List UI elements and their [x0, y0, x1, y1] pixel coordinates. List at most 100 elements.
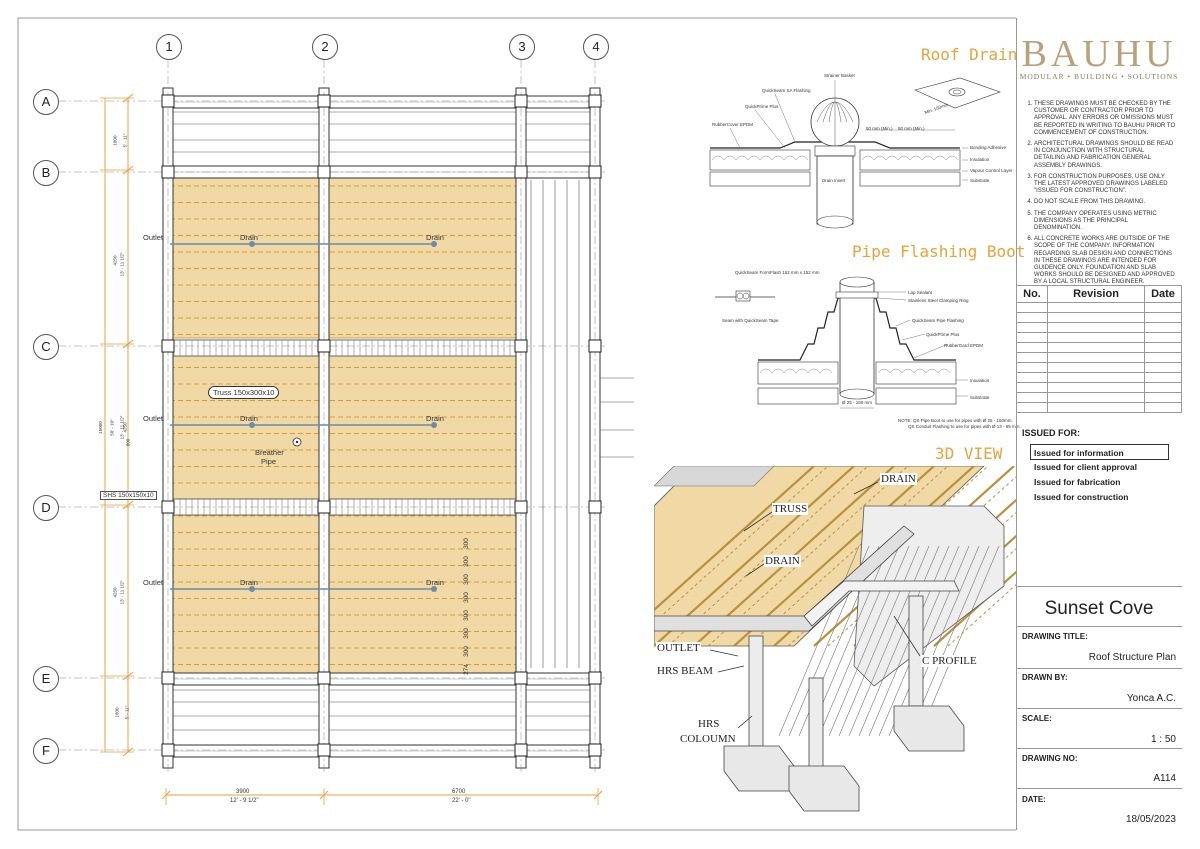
column-cap: [588, 165, 602, 179]
v3d-c-profile: [848, 545, 930, 737]
divider: [1016, 586, 1182, 587]
pipe-flashing-title: Pipe Flashing Boot: [852, 242, 1026, 261]
rev-cell: [1144, 352, 1182, 363]
rd-callout-50b: 50 mm (Min.): [898, 126, 925, 131]
divider: [1016, 668, 1182, 669]
rd-callout-insulation: Insulation: [970, 157, 990, 162]
rev-cell: [1016, 332, 1048, 343]
pb-callout-qs-pipe: QuickSeam Pipe Flashing: [912, 318, 964, 323]
column-cap: [161, 94, 175, 108]
dim-left-4-mm: 4250: [112, 587, 118, 598]
dim-bottom-1-mm: 3900: [236, 789, 250, 795]
drain-point: [249, 241, 255, 247]
rev-cell: [1016, 322, 1048, 333]
issued-selected-box: [1030, 444, 1169, 460]
dim-total-mm: 15000: [97, 421, 103, 434]
date-label: DATE:: [1022, 795, 1046, 804]
grid-col-3: 3: [509, 34, 535, 60]
v3d-label-outlet: OUTLET: [656, 642, 701, 654]
rd-callout-50a: 50 mm (Min.): [866, 126, 893, 131]
v3d-leader: [853, 481, 879, 495]
v3d-leader: [709, 649, 739, 657]
issued-option-construction[interactable]: Issued for construction: [1034, 492, 1129, 502]
drain-label-2: Drain: [426, 233, 444, 242]
column-cap: [514, 671, 528, 685]
dim-slash: [122, 671, 134, 681]
grid-row-e: E: [33, 666, 59, 692]
issued-option-fabrication[interactable]: Issued for fabrication: [1034, 477, 1121, 487]
v3d-leader: [745, 563, 765, 577]
rev-cell: [1016, 352, 1048, 363]
v3d-column: [908, 595, 924, 707]
rev-cell: [1016, 312, 1048, 323]
drain-label-5: Drain: [240, 578, 258, 587]
date-value: 18/05/2023: [1125, 814, 1176, 825]
v3d-label-column: COLOUMN: [679, 733, 737, 745]
column-cap: [317, 671, 331, 685]
ladder-beam: [169, 339, 521, 357]
drain-label-4: Drain: [426, 414, 444, 423]
dim-left-1-mm: 1800: [112, 135, 118, 146]
column-cap: [514, 500, 528, 514]
view3d-title: 3D VIEW: [935, 444, 1003, 463]
column-cap: [161, 743, 175, 757]
spacing-label: 300: [462, 574, 470, 585]
rev-cell: [1144, 372, 1182, 383]
issued-option-client-approval[interactable]: Issued for client approval: [1034, 462, 1137, 472]
rd-callout-vcl: Vapour Control Layer: [970, 168, 1013, 173]
dim-slash: [161, 790, 171, 800]
v3d-truss-web: [947, 584, 1016, 647]
pb-callout-epdm: RubberGard EPDM: [944, 343, 984, 348]
v3d-c-profile: [818, 545, 900, 737]
rev-cell: [1047, 312, 1145, 323]
rd-callout-epdm: RubberCover EPDM: [712, 122, 754, 127]
outlet-label-3: Outlet: [143, 578, 164, 587]
note-item: ARCHITECTURAL DRAWINGS SHOULD BE READ IN…: [1034, 141, 1176, 170]
drawing-no-label: DRAWING NO:: [1022, 754, 1078, 763]
company-logo: BAUHU: [1021, 33, 1177, 75]
v3d-label-hrs: HRS: [697, 718, 721, 730]
divider: [1016, 748, 1182, 749]
rev-cell: [1144, 312, 1182, 323]
grid-col-1: 1: [156, 34, 182, 60]
rd-callout-adhesive: Bonding Adhesive: [970, 145, 1007, 150]
dim-total-imp: 50' - 10": [109, 419, 115, 436]
title-block: [1016, 18, 1183, 830]
rev-cell: [1144, 302, 1182, 313]
roof-drain-title: Roof Drain: [921, 45, 1018, 64]
v3d-column: [748, 635, 764, 747]
issued-option-information[interactable]: Issued for information: [1034, 448, 1124, 458]
drain-point: [431, 586, 437, 592]
rev-cell: [1144, 342, 1182, 353]
dim-left-5-imp: 5' - 11": [124, 705, 130, 720]
note-item: ALL CONCRETE WORKS ARE OUTSIDE OF THE SC…: [1034, 236, 1176, 286]
drawn-by-value: Yonca A.C.: [1126, 693, 1176, 704]
rev-cell: [1144, 322, 1182, 333]
v3d-truss: [933, 570, 1016, 647]
v3d-truss: [654, 466, 815, 612]
issued-for-heading: ISSUED FOR:: [1022, 428, 1081, 438]
pb-note-2: QS Conduit Flashing to use for pipes wit…: [908, 424, 1021, 429]
grid-row-f: F: [33, 738, 59, 764]
drain-point: [249, 422, 255, 428]
v3d-c-profile: [888, 545, 970, 737]
drain-point: [249, 586, 255, 592]
column-cap: [317, 500, 331, 514]
rev-cell: [1016, 382, 1048, 393]
rev-header-revision: Revision: [1047, 285, 1145, 303]
grid-row-d: D: [33, 495, 59, 521]
v3d-leader: [893, 615, 921, 657]
rev-cell: [1047, 342, 1145, 353]
outlet-label-1: Outlet: [143, 233, 164, 242]
column-cap: [514, 94, 528, 108]
divider: [1016, 626, 1182, 627]
column-cap: [588, 743, 602, 757]
rev-header-no: No.: [1016, 285, 1048, 303]
dim-left-4-imp: 13' - 11 1/2": [119, 580, 125, 605]
note-item: THESE DRAWINGS MUST BE CHECKED BY THE CU…: [1034, 101, 1176, 137]
pb-callout-lap: Lap Sealant: [908, 290, 933, 295]
v3d-label-c-profile: C PROFILE: [921, 655, 978, 667]
column-cap: [161, 671, 175, 685]
drain-label-6: Drain: [426, 578, 444, 587]
